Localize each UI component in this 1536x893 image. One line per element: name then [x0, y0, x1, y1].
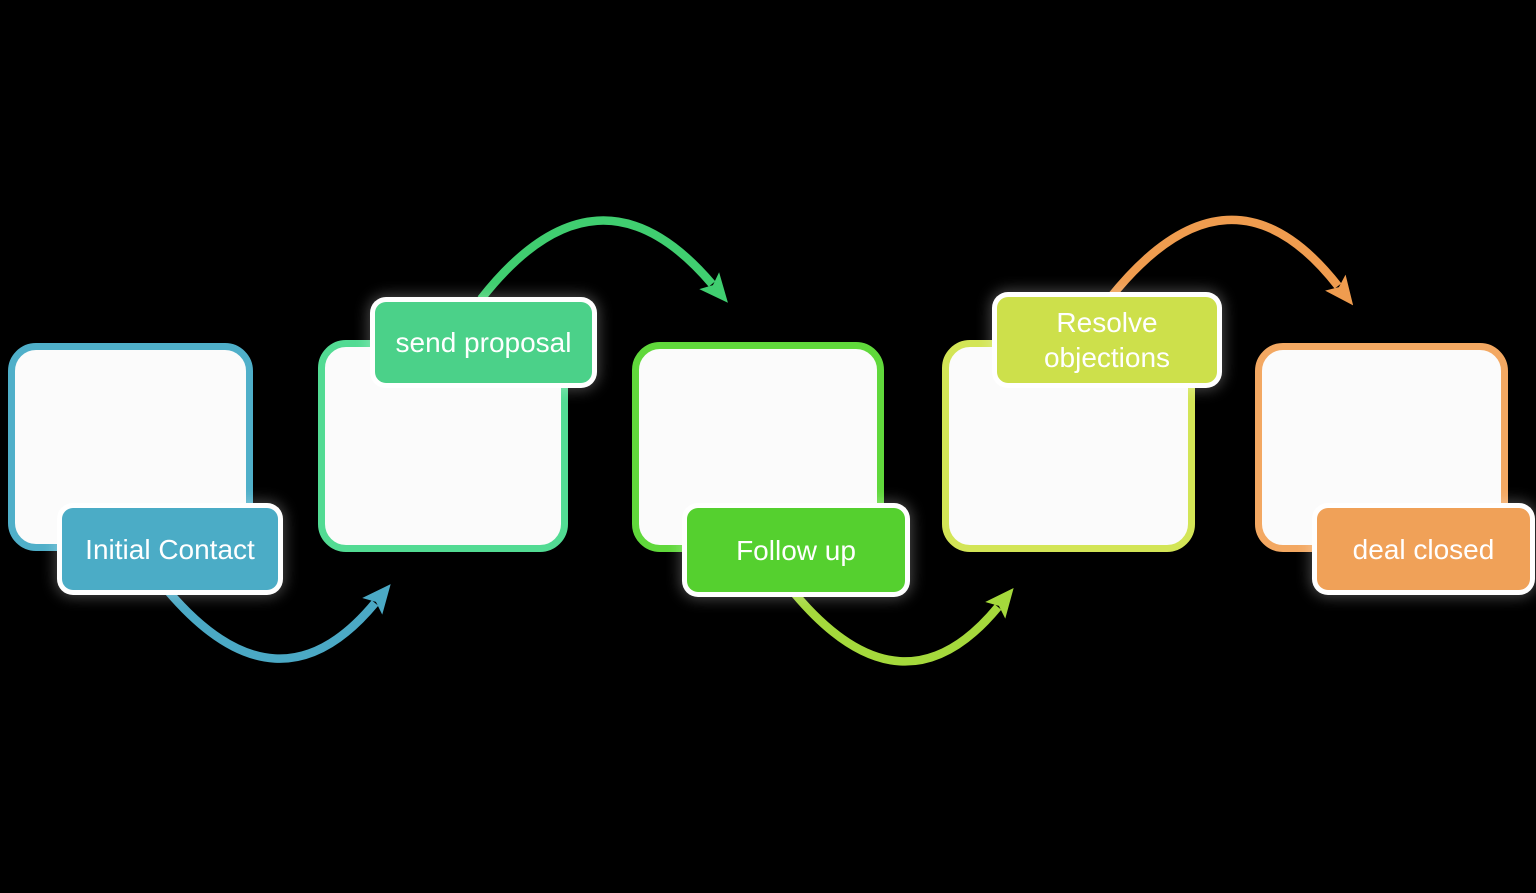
stage-label-follow-up: Follow up: [687, 508, 905, 592]
arrow-follow-up-to-resolve-objections: [791, 588, 1014, 666]
stage-label-text: Initial Contact: [85, 533, 255, 565]
stage-label-text: deal closed: [1352, 533, 1495, 565]
stage-label-resolve-objections: Resolve objections: [997, 297, 1217, 383]
stage-label-text: Resolve objections: [1043, 307, 1171, 373]
stage-label-send-proposal: send proposal: [375, 302, 592, 383]
arrow-resolve-objections-to-deal-closed: [1106, 215, 1354, 306]
arrow-send-proposal-to-follow-up: [477, 216, 728, 303]
stage-label-deal-closed: deal closed: [1317, 508, 1530, 590]
arrow-initial-contact-to-send-proposal: [164, 584, 391, 663]
stage-label-text: send proposal: [395, 327, 572, 358]
stage-label-text: Follow up: [736, 534, 856, 566]
stage-label-initial-contact: Initial Contact: [62, 508, 278, 590]
